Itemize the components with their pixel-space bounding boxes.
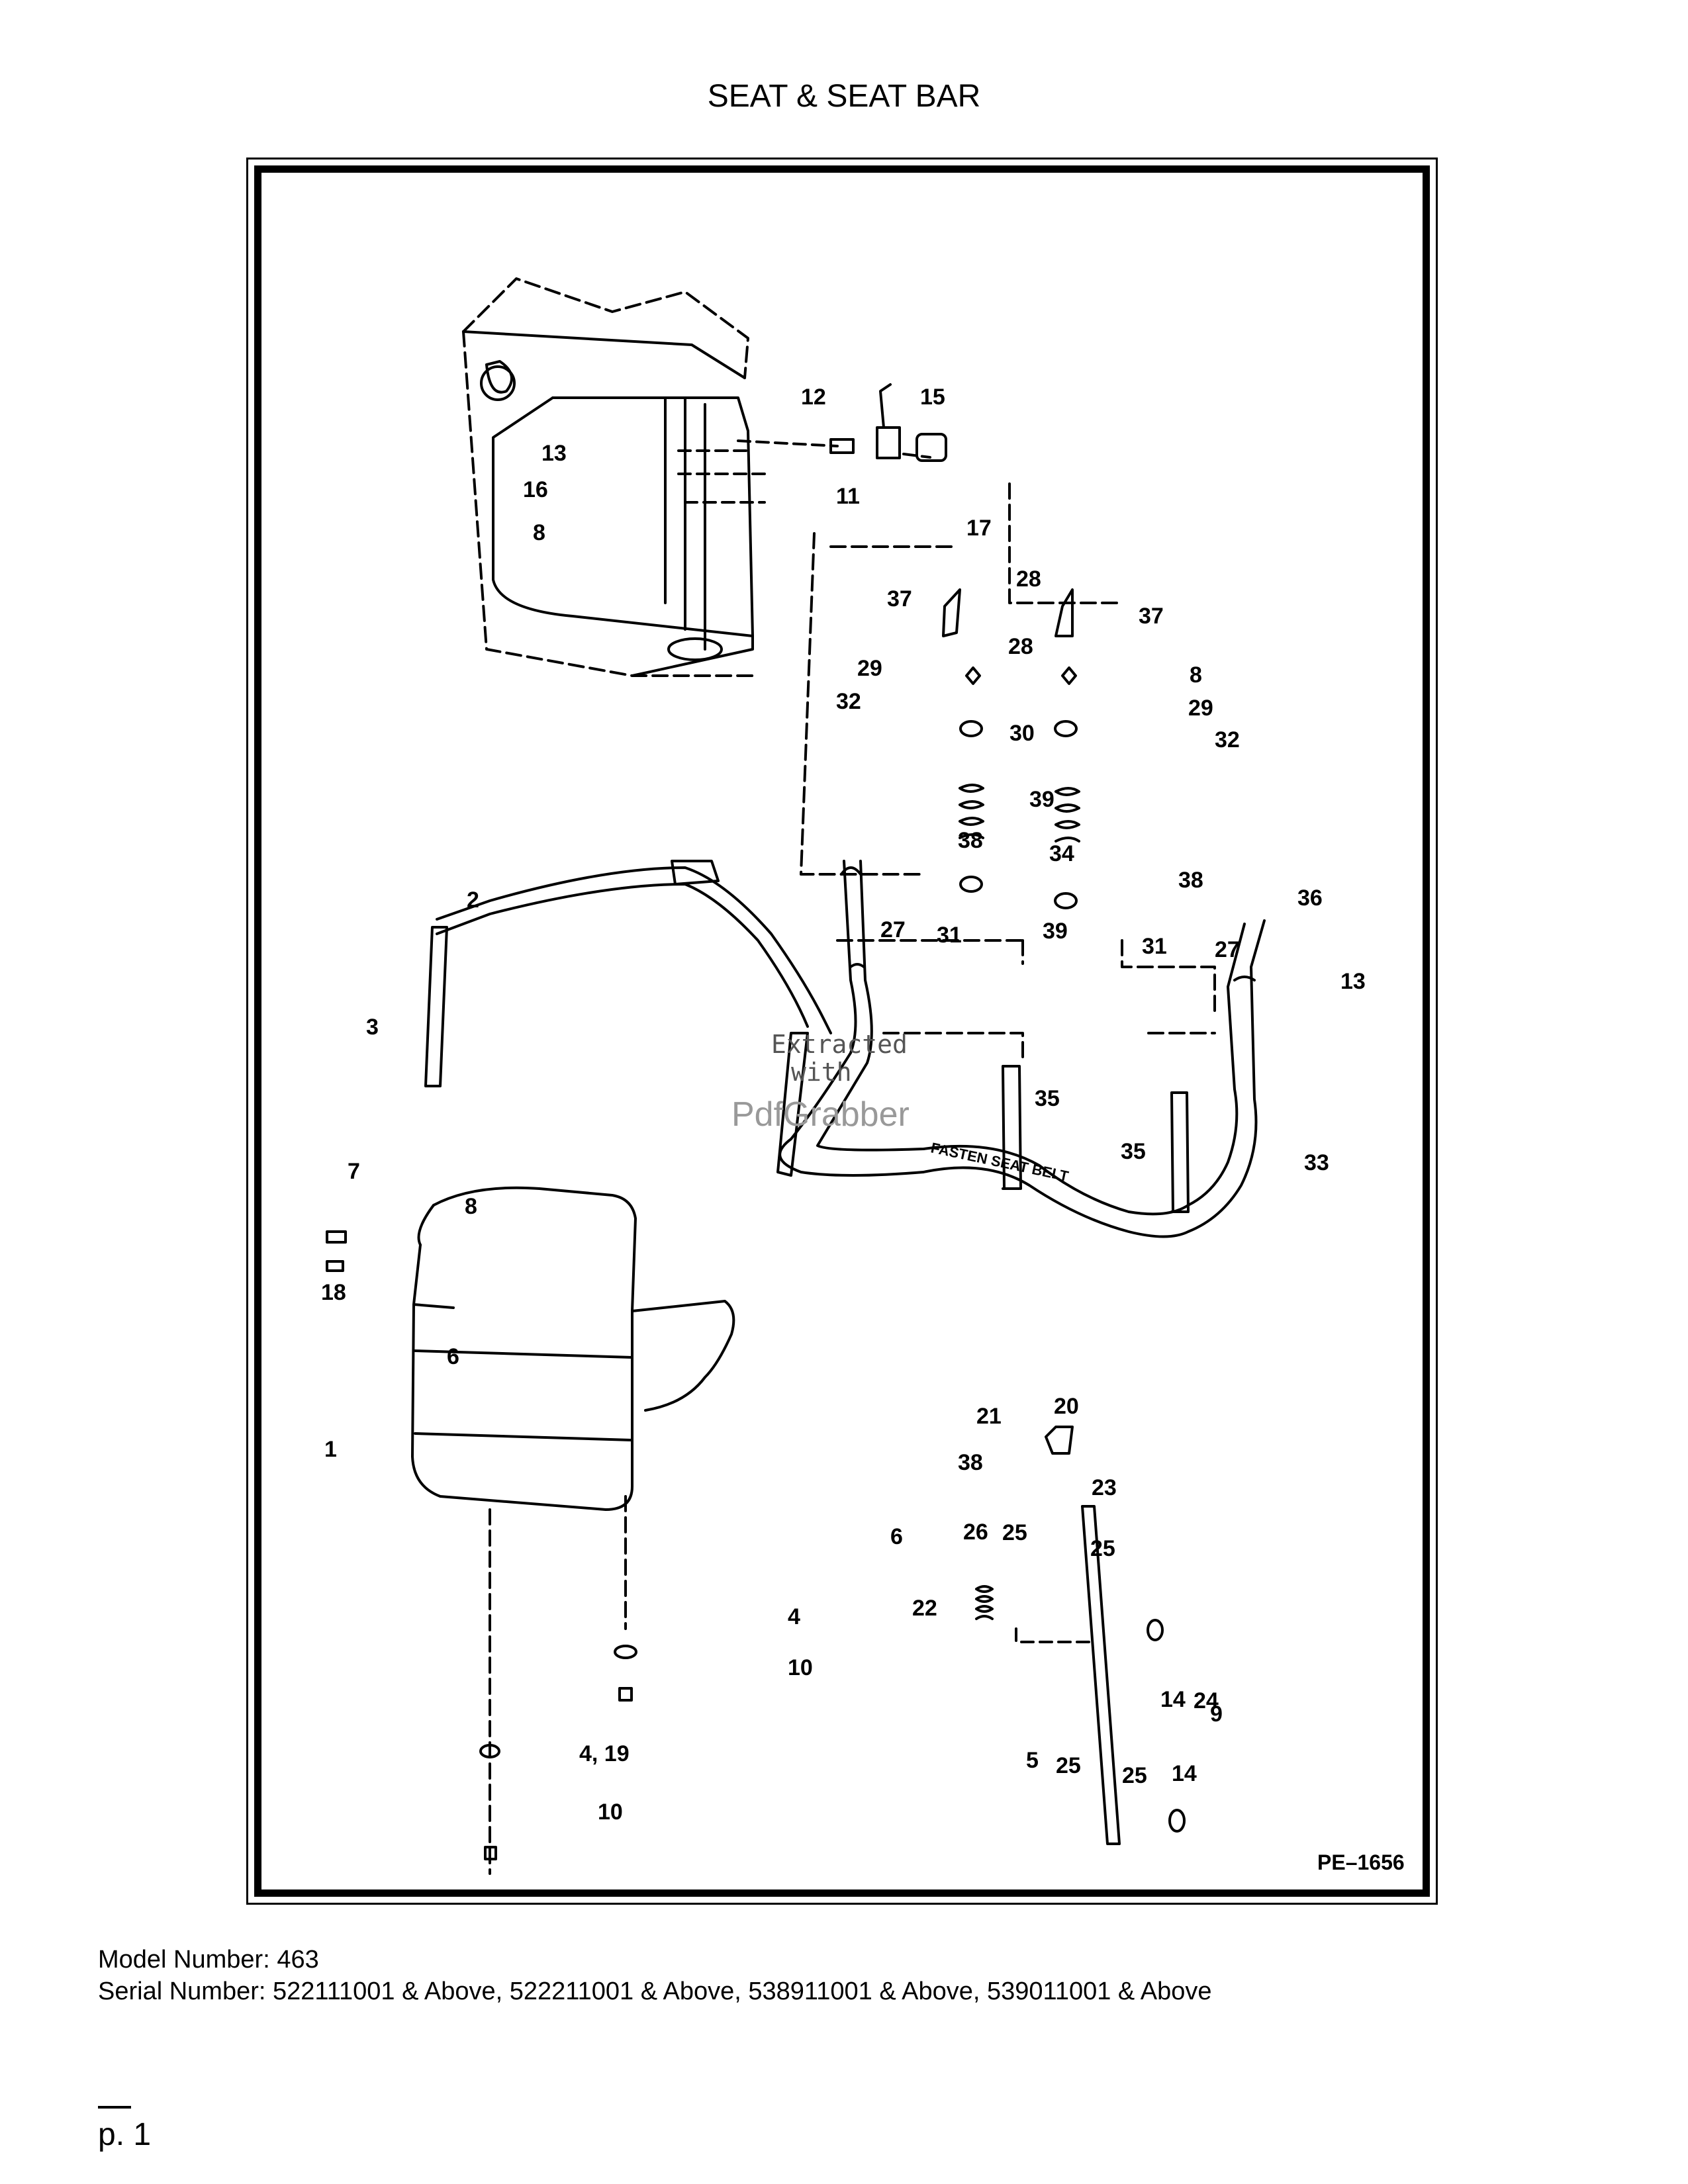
callout-27: 27	[880, 917, 906, 942]
callout-18: 18	[321, 1280, 346, 1305]
page-title: SEAT & SEAT BAR	[707, 79, 981, 114]
callout-34: 34	[1049, 841, 1074, 866]
diagram-id: PE–1656	[1317, 1850, 1405, 1874]
callout-16: 16	[523, 477, 548, 502]
callout-25d: 25	[1122, 1763, 1147, 1788]
watermark-line1: Extracted	[771, 1030, 908, 1059]
callout-6b: 6	[890, 1524, 903, 1549]
parts-diagram: Extracted with PdfGrabber FASTEN SEAT BE…	[321, 277, 1366, 1875]
callout-25c: 25	[1056, 1753, 1081, 1778]
serial-number: Serial Number: 522111001 & Above, 522211…	[98, 1978, 1212, 2005]
seat-belt	[424, 860, 832, 1177]
callout-32b: 32	[1215, 727, 1240, 752]
callout-31b: 31	[1142, 934, 1167, 959]
callout-7: 7	[348, 1159, 360, 1184]
page-number: p. 1	[98, 2117, 152, 2152]
callout-31: 31	[937, 923, 962, 948]
callout-12: 12	[801, 385, 826, 410]
callout-10: 10	[788, 1655, 813, 1680]
callout-38c: 38	[958, 1450, 983, 1475]
latch-assembly	[975, 1426, 1186, 1845]
callout-layer: 1 2 3 4 4, 19 5 6 6 7 8 8 8 9 10 10 11 1…	[321, 385, 1366, 1825]
callout-8: 8	[465, 1194, 477, 1219]
callout-6: 6	[447, 1344, 459, 1369]
callout-15: 15	[920, 385, 945, 410]
callout-28: 28	[1016, 567, 1041, 592]
callout-2: 2	[467, 887, 479, 913]
callout-20: 20	[1054, 1394, 1079, 1419]
pivot-springs	[800, 482, 1216, 1034]
callout-5: 5	[1026, 1748, 1039, 1773]
callout-35: 35	[1035, 1086, 1060, 1111]
callout-24: 24	[1194, 1688, 1219, 1713]
seat-bar-imprint: FASTEN SEAT BELT	[929, 1139, 1070, 1185]
callout-1: 1	[324, 1437, 337, 1462]
callout-8b: 8	[533, 520, 545, 545]
rods	[882, 1032, 1190, 1213]
watermark-line2: with	[791, 1058, 852, 1087]
model-number: Model Number: 463	[98, 1946, 319, 1974]
seat-mount-nuts	[326, 1230, 637, 1860]
callout-4-19: 4, 19	[579, 1741, 630, 1766]
callout-39b: 39	[1043, 919, 1068, 944]
callout-21: 21	[976, 1404, 1002, 1429]
callout-25b: 25	[1090, 1536, 1115, 1561]
callout-35b: 35	[1121, 1139, 1146, 1164]
callout-26: 26	[963, 1520, 988, 1545]
callout-38: 38	[958, 828, 983, 853]
callout-37b: 37	[1139, 604, 1164, 629]
callout-25a: 25	[1002, 1520, 1027, 1545]
seat-bar	[778, 860, 1266, 1238]
callout-36: 36	[1297, 886, 1323, 911]
callout-33: 33	[1304, 1150, 1329, 1175]
callout-22: 22	[912, 1596, 937, 1621]
callout-8c: 8	[1190, 662, 1202, 688]
callout-9: 9	[1210, 1702, 1223, 1727]
callout-3: 3	[366, 1015, 379, 1040]
callout-13b: 13	[1340, 969, 1366, 994]
callout-14b: 14	[1172, 1761, 1197, 1786]
seat-frame-structure	[462, 277, 754, 677]
callout-17: 17	[966, 516, 992, 541]
callout-13: 13	[541, 441, 567, 466]
callout-32: 32	[836, 689, 861, 714]
callout-23: 23	[1092, 1475, 1117, 1500]
callout-4: 4	[788, 1604, 800, 1629]
page-number-rule	[98, 2106, 131, 2109]
seat-mount-hardware	[489, 1495, 627, 1875]
diagram-frame	[254, 165, 1430, 1897]
callout-27b: 27	[1215, 937, 1240, 962]
callout-29: 29	[857, 656, 882, 681]
callout-29b: 29	[1188, 696, 1213, 721]
callout-10b: 10	[598, 1799, 623, 1825]
switch-hardware	[677, 383, 947, 504]
watermark-brand: PdfGrabber	[731, 1095, 910, 1134]
callout-37: 37	[887, 586, 912, 612]
callout-14: 14	[1160, 1687, 1186, 1712]
diagram-frame-outer	[246, 158, 1438, 1905]
callout-39: 39	[1029, 787, 1055, 812]
callout-28b: 28	[1008, 634, 1033, 659]
callout-30: 30	[1009, 721, 1035, 746]
callout-11: 11	[836, 484, 860, 509]
callout-38b: 38	[1178, 868, 1203, 893]
seat	[411, 1186, 735, 1511]
